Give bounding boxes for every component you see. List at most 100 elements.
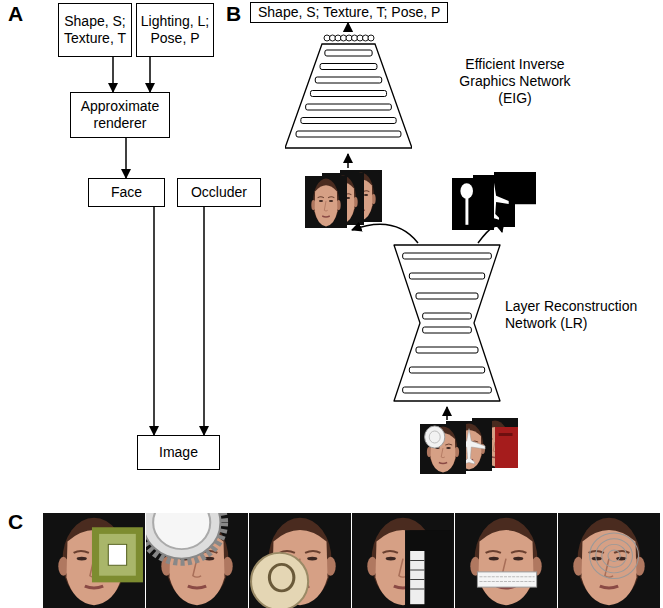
- face-stack: [305, 176, 347, 228]
- flow-arrow: [446, 407, 448, 420]
- panel-letter: B: [226, 2, 241, 26]
- flow-arrow: [478, 226, 502, 243]
- network-shape: Efficient Inverse Graphics Network (EIG): [285, 32, 412, 150]
- example-faces: [602, 544, 626, 567]
- example-faces: [596, 539, 633, 573]
- box-label: Face: [93, 184, 160, 201]
- box-label: Shape, S; Texture, T; Pose, P: [258, 4, 440, 21]
- example-faces: [608, 550, 620, 561]
- layer-box: Face: [88, 178, 165, 207]
- mask-stack: [452, 178, 494, 230]
- face-stack: [305, 176, 347, 228]
- example-faces: [405, 530, 452, 608]
- example-faces: [590, 533, 639, 579]
- box-label: Shape, S; Texture, T: [62, 13, 128, 47]
- layer-box: Occluder: [177, 178, 261, 207]
- network-name: Efficient Inverse Graphics Network (EIG): [445, 56, 585, 106]
- example-faces: [558, 513, 660, 608]
- mask-stack: [452, 178, 494, 230]
- example-faces: [477, 572, 536, 587]
- mask-stack: [465, 198, 468, 225]
- box-label: Image: [142, 444, 215, 461]
- example-faces: [455, 513, 557, 608]
- network-shape: [320, 64, 377, 70]
- input-stack: [420, 424, 466, 474]
- network-shape: [296, 131, 401, 137]
- example-faces: [410, 551, 424, 604]
- arrow-connector: [112, 57, 114, 92]
- example-faces: [108, 544, 126, 565]
- network-name: Layer Reconstruction Network (LR): [505, 298, 655, 332]
- panel-letter: A: [8, 2, 23, 26]
- process-box: Approximate renderer: [70, 92, 170, 138]
- network-shape: [416, 293, 478, 299]
- network-shape: [394, 245, 500, 401]
- example-faces: [139, 483, 225, 563]
- input-stack: [495, 427, 518, 468]
- network-shape: [368, 35, 374, 41]
- network-shape: [325, 50, 372, 56]
- input-stack: [429, 431, 440, 443]
- arrow-connector: [125, 138, 127, 178]
- box-label: Occluder: [182, 184, 256, 201]
- network-shape: [409, 367, 484, 373]
- example-faces: [590, 533, 639, 579]
- arrow-connector: [153, 207, 155, 435]
- network-shape: Layer Reconstruction Network (LR): [392, 243, 502, 403]
- example-faces: [92, 527, 143, 582]
- network-shape: [423, 327, 472, 333]
- flow-arrow: [348, 154, 502, 420]
- network-shape: [423, 313, 472, 319]
- example-faces: [153, 496, 210, 549]
- example-faces: [558, 513, 660, 608]
- example-faces: [352, 513, 454, 608]
- parameter-box: Lighting, L; Pose, P: [136, 3, 214, 57]
- arrow-connector: [203, 207, 205, 435]
- example-faces: [269, 564, 293, 591]
- flow-arrow: [347, 154, 349, 168]
- network-shape: [403, 387, 492, 393]
- network-shape: [315, 77, 381, 83]
- example-faces: [249, 513, 351, 608]
- network-shape: [285, 32, 412, 150]
- panel-letter: C: [8, 510, 23, 534]
- example-faces: [410, 579, 424, 580]
- arrow-connector: [149, 57, 151, 92]
- network-shape: [403, 253, 492, 259]
- example-faces: [43, 483, 660, 608]
- example-faces: [352, 513, 454, 608]
- input-stack: [420, 424, 466, 474]
- input-stack: [425, 426, 445, 448]
- arrow-connector: [347, 23, 349, 32]
- example-faces: [479, 581, 534, 582]
- example-faces: [410, 570, 424, 571]
- face-stack: [305, 170, 382, 228]
- example-faces: [143, 486, 221, 558]
- box-label: Approximate renderer: [75, 98, 165, 132]
- flow-arrow: [352, 224, 418, 243]
- network-shape: [306, 104, 392, 110]
- network-shape: [301, 118, 396, 124]
- mask-stack: [452, 172, 536, 230]
- output-box: Image: [137, 435, 220, 470]
- example-faces: [99, 534, 136, 576]
- example-faces: [43, 513, 145, 608]
- example-faces: [251, 553, 308, 608]
- network-shape: [416, 347, 478, 353]
- example-faces: [43, 513, 145, 608]
- output-box: Shape, S; Texture, T; Pose, P: [250, 2, 448, 23]
- input-stack: [420, 418, 518, 474]
- example-faces: [455, 513, 557, 608]
- example-faces: [139, 483, 248, 608]
- input-stack: [499, 433, 513, 436]
- parameter-box: Shape, S; Texture, T: [58, 3, 132, 57]
- network-shape: [409, 273, 484, 279]
- network-shape: [285, 44, 412, 148]
- box-label: Lighting, L; Pose, P: [140, 13, 210, 47]
- network-shape: [310, 91, 386, 97]
- example-faces: [479, 576, 534, 577]
- example-faces: [410, 589, 424, 590]
- mask-stack: [460, 183, 473, 199]
- network-shape: [392, 243, 502, 403]
